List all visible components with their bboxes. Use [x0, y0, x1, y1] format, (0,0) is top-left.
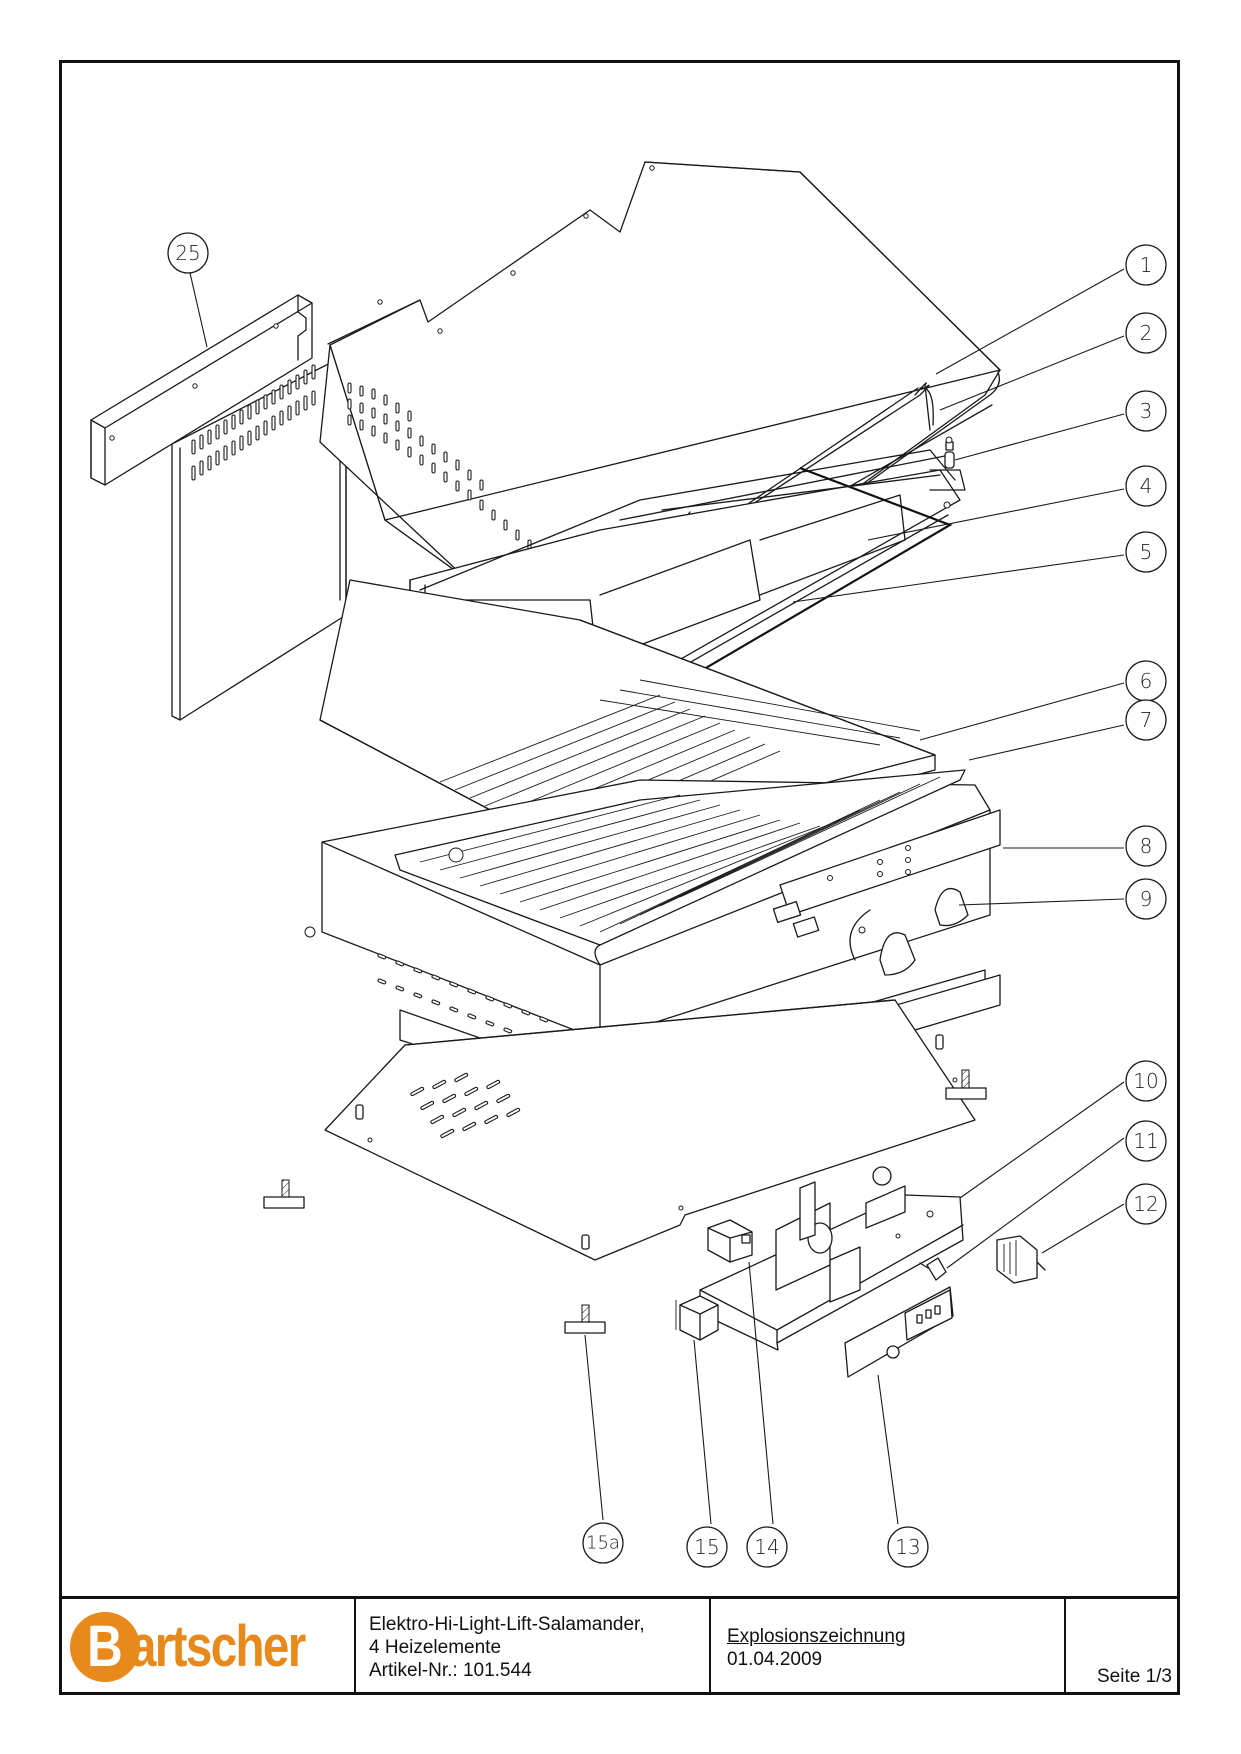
base-slots — [410, 1072, 521, 1139]
front-vent-slots — [377, 953, 549, 1041]
callout-5: 5 — [1125, 531, 1167, 573]
callout-label: 2 — [1140, 321, 1153, 345]
callout-12: 12 — [1125, 1183, 1167, 1225]
part-10-component-tray — [699, 1166, 964, 1351]
part-7-8-base-housing — [304, 769, 1001, 1116]
callout-label: 4 — [1140, 474, 1153, 498]
foot-15a — [564, 1304, 606, 1334]
drawing-frame — [59, 60, 1180, 1695]
article-number: Artikel-Nr.: 101.544 — [369, 1660, 532, 1681]
part-11-sensor — [919, 1257, 947, 1281]
callout-label: 13 — [895, 1535, 920, 1559]
callout-11: 11 — [1125, 1120, 1167, 1162]
title-block: B artscher Elektro-Hi-Light-Lift-Salaman… — [59, 1596, 1180, 1695]
foot-right — [945, 1069, 987, 1100]
foot-left — [263, 1179, 305, 1209]
document-type-cell: Explosionszeichnung 01.04.2009 — [711, 1599, 1066, 1695]
callout-14: 14 — [746, 1526, 788, 1568]
hood-vent-slots — [347, 382, 580, 591]
callout-15: 15 — [686, 1526, 728, 1568]
callout-6: 6 — [1125, 660, 1167, 702]
callout-8: 8 — [1125, 825, 1167, 867]
logo-b-mark: B — [70, 1612, 141, 1682]
grill-grate — [394, 769, 966, 946]
callout-2: 2 — [1125, 312, 1167, 354]
product-variant: 4 Heizelemente — [369, 1637, 502, 1658]
part-15-relay — [675, 1295, 719, 1341]
part-14-transformer — [707, 1219, 753, 1263]
callout-label: 11 — [1133, 1129, 1158, 1153]
callout-3: 3 — [1125, 390, 1167, 432]
logo-wordmark: artscher — [130, 1614, 306, 1679]
callout-label: 3 — [1140, 399, 1153, 423]
callout-label: 12 — [1133, 1192, 1158, 1216]
part-13-control-board — [844, 1286, 954, 1378]
callout-1: 1 — [1125, 244, 1167, 286]
part-3-pin — [929, 436, 966, 509]
callout-10: 10 — [1125, 1060, 1167, 1102]
page-number: Seite 1/3 — [1097, 1666, 1172, 1687]
vent-slots — [191, 364, 316, 481]
part-12-switch — [996, 1235, 1046, 1284]
leader-lines — [189, 268, 1125, 1525]
document-date: 01.04.2009 — [727, 1649, 823, 1670]
part-25-rear-panel — [90, 294, 347, 721]
callout-25: 25 — [167, 232, 209, 274]
callout-7: 7 — [1125, 699, 1167, 741]
brand-logo-cell: B artscher — [59, 1599, 356, 1695]
callout-label: 10 — [1133, 1069, 1158, 1093]
callout-13: 13 — [887, 1526, 929, 1568]
callout-9: 9 — [1125, 878, 1167, 920]
rack-bars — [439, 679, 921, 847]
callout-label: 25 — [175, 241, 200, 265]
callout-label: 15 — [694, 1535, 719, 1559]
base-plate — [324, 999, 976, 1261]
part-9-knobs — [879, 887, 969, 976]
document-type: Explosionszeichnung — [727, 1626, 906, 1647]
page-cell: Seite 1/3 — [1066, 1599, 1180, 1695]
callout-label: 5 — [1140, 540, 1153, 564]
callout-label: 8 — [1140, 834, 1153, 858]
brand-logo: B artscher — [70, 1612, 343, 1682]
callout-4: 4 — [1125, 465, 1167, 507]
callout-label: 1 — [1140, 253, 1153, 277]
callout-label: 14 — [754, 1535, 779, 1559]
callout-15a: 15a — [582, 1522, 624, 1564]
callout-label: 6 — [1140, 669, 1153, 693]
product-name: Elektro-Hi-Light-Lift-Salamander, — [369, 1614, 645, 1635]
callout-label: 7 — [1140, 708, 1153, 732]
product-description: Elektro-Hi-Light-Lift-Salamander, 4 Heiz… — [356, 1599, 711, 1695]
callout-label: 15a — [586, 1533, 620, 1554]
callout-label: 9 — [1140, 887, 1153, 911]
